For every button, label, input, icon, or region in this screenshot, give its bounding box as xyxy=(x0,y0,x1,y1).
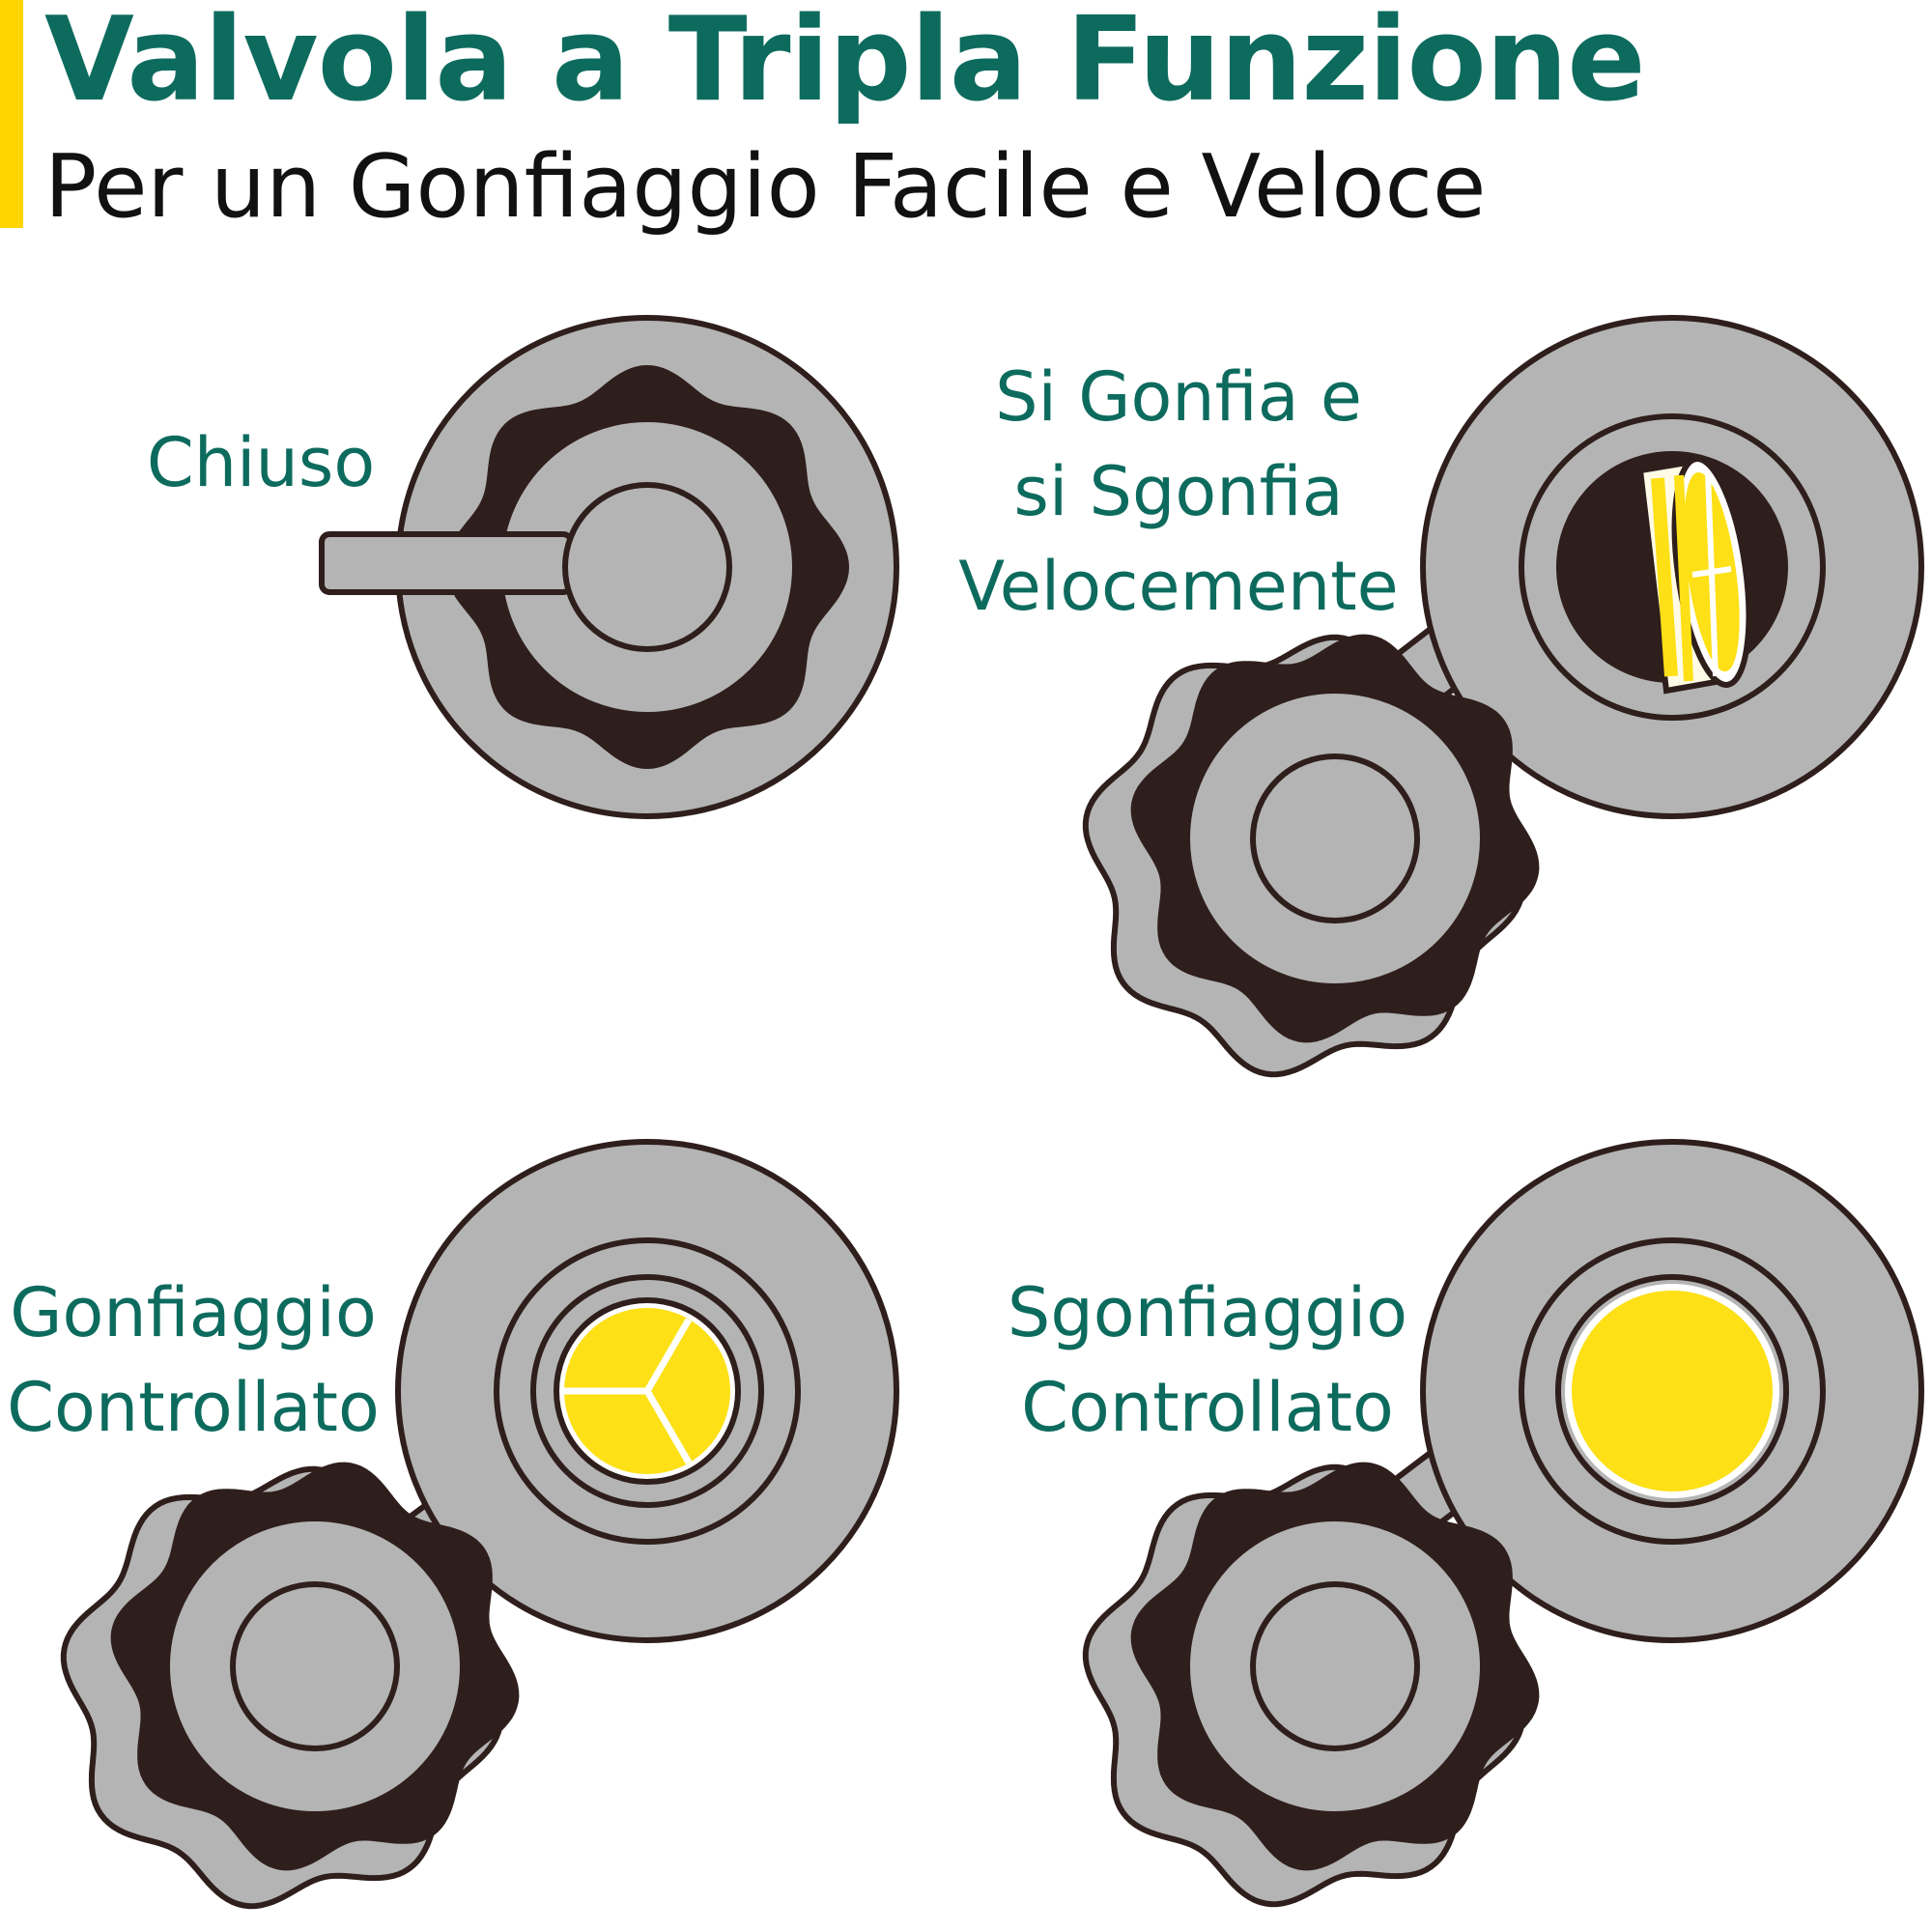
valve-cap xyxy=(1250,1581,1420,1751)
valve-inflate-illustration xyxy=(60,1139,899,1910)
valve-cap xyxy=(1250,753,1420,923)
page-title: Valvola a Tripla Funzione xyxy=(44,0,1646,128)
page-subtitle: Per un Gonfiaggio Facile e Veloce xyxy=(44,136,1487,238)
valve-deflate-illustration xyxy=(1082,1139,1924,1908)
label-fast: Si Gonfia e si Sgonfia Velocemente xyxy=(958,357,1399,626)
valve-cap xyxy=(562,482,732,652)
valve-fast-illustration xyxy=(1082,315,1924,1078)
label-inflate: Gonfiaggio Controllato xyxy=(7,1273,380,1447)
valve-cap xyxy=(230,1581,400,1751)
open-flap xyxy=(1636,456,1752,695)
label-deflate: Sgonfiaggio Controllato xyxy=(1007,1273,1408,1447)
valve-closed-illustration xyxy=(319,315,899,819)
accent-bar xyxy=(0,0,23,228)
label-closed: Chiuso xyxy=(146,423,376,502)
lever-handle xyxy=(319,531,574,595)
